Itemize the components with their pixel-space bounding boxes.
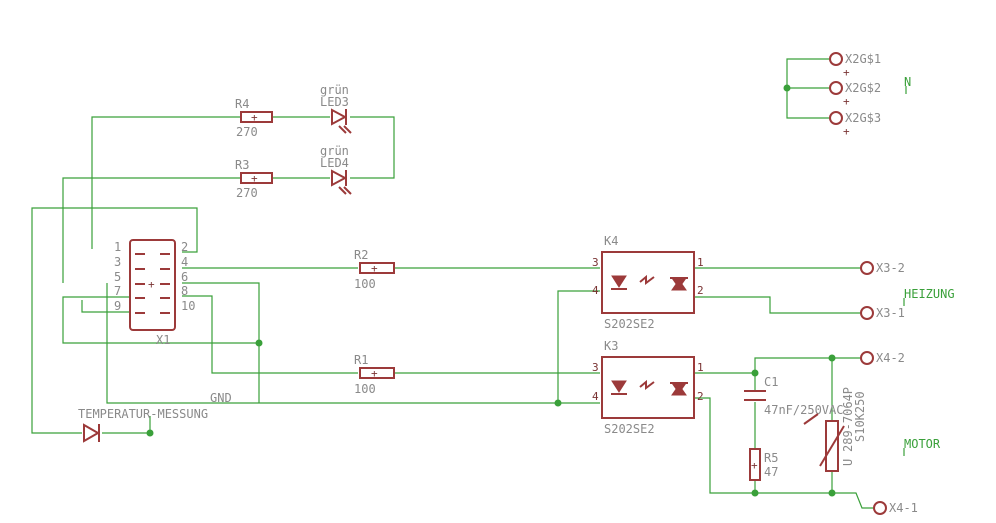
varistor-part1: 289-7064P bbox=[841, 387, 855, 452]
x1-pin-8: 8 bbox=[181, 284, 188, 298]
x2g1-label: X2G$1 bbox=[845, 52, 881, 66]
varistor-u: U 289-7064P S10K250 bbox=[803, 387, 867, 472]
net-labels: N HEIZUNG MOTOR bbox=[903, 75, 955, 456]
terminal-x4-2: X4-2 bbox=[860, 351, 905, 365]
k3-pin4: 4 bbox=[592, 390, 599, 403]
x1-name: X1 bbox=[156, 333, 170, 347]
k4-pin1: 1 bbox=[697, 256, 704, 269]
k3-name: K3 bbox=[604, 339, 618, 353]
k4-name: K4 bbox=[604, 234, 618, 248]
junction-dots bbox=[146, 84, 836, 497]
terminal-x4-1: X4-1 bbox=[873, 501, 918, 515]
led3-color: grün bbox=[320, 83, 349, 97]
k4-part: S202SE2 bbox=[604, 317, 655, 331]
x1-pin-9: 9 bbox=[114, 299, 121, 313]
svg-text:+: + bbox=[371, 262, 378, 275]
resistor-r3: + R3 270 bbox=[235, 158, 273, 200]
motor-label: MOTOR bbox=[904, 437, 941, 451]
x1-pin-2: 2 bbox=[181, 240, 188, 254]
r5-value: 47 bbox=[764, 465, 778, 479]
terminal-x3-1: X3-1 bbox=[860, 306, 905, 320]
k3-part: S202SE2 bbox=[604, 422, 655, 436]
led3-name: LED3 bbox=[320, 95, 349, 109]
x2g3-label: X2G$3 bbox=[845, 111, 881, 125]
led3: grün LED3 bbox=[320, 83, 352, 134]
optocoupler-k4: 3 4 1 2 K4 S202SE2 bbox=[592, 234, 704, 331]
k3-pin3: 3 bbox=[592, 361, 599, 374]
svg-text:+: + bbox=[148, 278, 155, 291]
x1-pin-10: 10 bbox=[181, 299, 195, 313]
x1-pin-1: 1 bbox=[114, 240, 121, 254]
led4: grün LED4 bbox=[320, 144, 352, 195]
k4-pin4: 4 bbox=[592, 284, 599, 297]
led4-color: grün bbox=[320, 144, 349, 158]
k4-pin3: 3 bbox=[592, 256, 599, 269]
heizung-label: HEIZUNG bbox=[904, 287, 955, 301]
resistor-r2: + R2 100 bbox=[354, 248, 395, 291]
varistor-name: U bbox=[841, 459, 855, 466]
r1-name: R1 bbox=[354, 353, 368, 367]
x1-pin-3: 3 bbox=[114, 255, 121, 269]
r4-name: R4 bbox=[235, 97, 249, 111]
varistor-part2: S10K250 bbox=[853, 391, 867, 442]
r4-value: 270 bbox=[236, 125, 258, 139]
k3-pin2: 2 bbox=[697, 390, 704, 403]
x4-1-label: X4-1 bbox=[889, 501, 918, 515]
x1-pin-4: 4 bbox=[181, 255, 188, 269]
svg-text:+: + bbox=[371, 367, 378, 380]
x1-pin-7: 7 bbox=[114, 284, 121, 298]
r2-value: 100 bbox=[354, 277, 376, 291]
resistor-r1: + R1 100 bbox=[354, 353, 395, 396]
r2-name: R2 bbox=[354, 248, 368, 262]
svg-text:+: + bbox=[251, 111, 258, 124]
svg-text:+: + bbox=[751, 459, 758, 472]
terminal-x3-2: X3-2 bbox=[860, 261, 905, 275]
n-label: N bbox=[904, 75, 911, 89]
r1-value: 100 bbox=[354, 382, 376, 396]
x2g2-label: X2G$2 bbox=[845, 81, 881, 95]
x3-2-label: X3-2 bbox=[876, 261, 905, 275]
x4-2-label: X4-2 bbox=[876, 351, 905, 365]
r5-name: R5 bbox=[764, 451, 778, 465]
optocoupler-k3: 3 4 1 2 K3 S202SE2 bbox=[592, 339, 704, 436]
terminal-x2g1: X2G$1 + bbox=[829, 52, 881, 79]
c1-name: C1 bbox=[764, 375, 778, 389]
svg-text:+: + bbox=[843, 66, 850, 79]
gnd-label: GND bbox=[210, 391, 232, 405]
r3-value: 270 bbox=[236, 186, 258, 200]
x1-pin-5: 5 bbox=[114, 270, 121, 284]
resistor-r4: + R4 270 bbox=[235, 97, 273, 139]
capacitor-c1: C1 47nF/250VAC bbox=[744, 375, 843, 417]
svg-text:+: + bbox=[843, 95, 850, 108]
resistor-r5: + R5 47 bbox=[749, 448, 778, 481]
connector-x1: + 1 2 3 4 5 6 7 8 9 10 X1 bbox=[114, 239, 195, 347]
x3-1-label: X3-1 bbox=[876, 306, 905, 320]
terminal-x2g2: X2G$2 + bbox=[829, 81, 881, 108]
temperature-diode: TEMPERATUR-MESSUNG GND bbox=[78, 391, 232, 443]
k4-pin2: 2 bbox=[697, 284, 704, 297]
svg-text:+: + bbox=[843, 125, 850, 138]
c1-value: 47nF/250VAC bbox=[764, 403, 843, 417]
svg-text:+: + bbox=[251, 172, 258, 185]
x1-pin-6: 6 bbox=[181, 270, 188, 284]
temperature-label: TEMPERATUR-MESSUNG bbox=[78, 407, 208, 421]
r3-name: R3 bbox=[235, 158, 249, 172]
wires bbox=[31, 58, 874, 509]
led4-name: LED4 bbox=[320, 156, 349, 170]
k3-pin1: 1 bbox=[697, 361, 704, 374]
terminal-x2g3: X2G$3 + bbox=[829, 111, 881, 138]
